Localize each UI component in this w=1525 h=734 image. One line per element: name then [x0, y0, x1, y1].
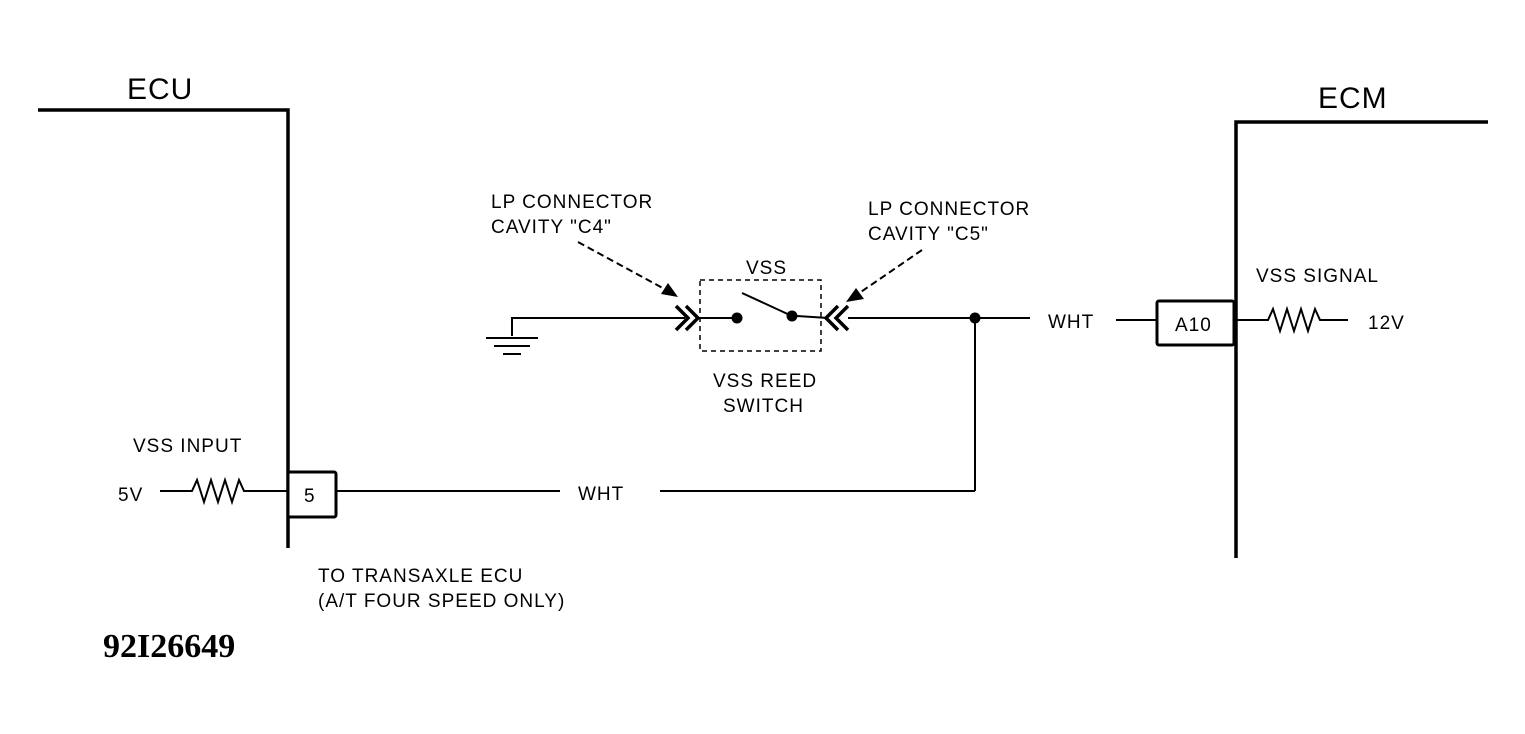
upper-wire [848, 317, 1157, 321]
ecm-boundary [1234, 120, 1488, 558]
switch-contact-left [731, 312, 743, 324]
transaxle-note-line2: (A/T FOUR SPEED ONLY) [318, 591, 565, 612]
ecm-signal-label: VSS SIGNAL [1256, 266, 1379, 287]
connector-c4-pointer-arrow [577, 241, 678, 297]
vss-reed-switch-caption-line1: VSS REED [713, 371, 817, 392]
ecu-title: ECU [127, 73, 193, 106]
vss-reed-switch [699, 279, 829, 352]
ecm-pin-a10: A10 [1155, 299, 1236, 347]
ecm-pin-label: A10 [1175, 315, 1212, 336]
ecu-input-label: VSS INPUT [133, 436, 242, 457]
ground-symbol [486, 317, 685, 355]
ecu-resistor-icon [160, 476, 288, 506]
ecm-title: ECM [1318, 82, 1388, 115]
switch-blade [741, 292, 793, 317]
ecu-boundary [38, 108, 290, 548]
ecu-module: ECU [38, 73, 290, 548]
connector-c5-label-line1: LP CONNECTOR [868, 199, 1030, 220]
connector-c5-chevron-icon [823, 304, 850, 332]
connector-c5-label-line2: CAVITY "C5" [868, 224, 989, 245]
vss-switch-housing [699, 279, 822, 352]
lower-wire-color-label: WHT [578, 484, 624, 505]
connector-c4-label-line2: CAVITY "C4" [491, 217, 612, 238]
upper-wire-color-label: WHT [1048, 312, 1094, 333]
ecu-input-voltage: 5V [118, 485, 143, 506]
vss-label: VSS [746, 258, 787, 279]
ecm-signal-voltage: 12V [1368, 313, 1405, 334]
connector-c4-chevron-icon [674, 304, 737, 332]
vss-reed-switch-caption-line2: SWITCH [723, 396, 804, 417]
ecu-pin-label: 5 [304, 486, 316, 507]
ecm-module: ECM [1234, 82, 1488, 558]
connector-c5-pointer-arrow [846, 249, 923, 302]
ecu-pin-5: 5 [286, 470, 338, 519]
ecm-resistor-icon [1236, 305, 1348, 335]
figure-id: 92I26649 [103, 628, 235, 665]
transaxle-note-line1: TO TRANSAXLE ECU [318, 566, 523, 587]
connector-c4-label-line1: LP CONNECTOR [491, 192, 653, 213]
